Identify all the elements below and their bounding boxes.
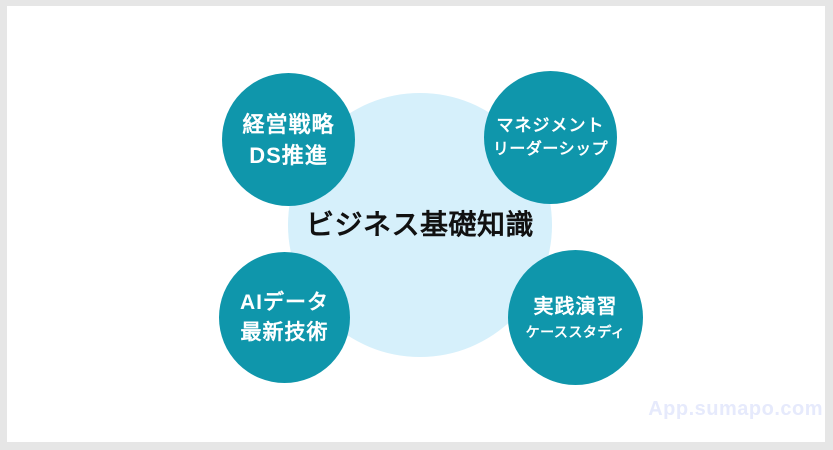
node-label-line2: DS推進 (249, 142, 328, 168)
node-label-line2: ケーススタディ (525, 323, 626, 340)
diagram-title: ビジネス基礎知識 (305, 209, 534, 240)
node-label-line2: リーダーシップ (492, 141, 609, 158)
curriculum-diagram: ビジネス基礎知識 経営戦略 DS推進 マネジメント リーダーシップ AIデータ … (7, 6, 825, 442)
node-circle-management-leadership: マネジメント リーダーシップ (484, 71, 617, 204)
node-label-line2: 最新技術 (240, 320, 329, 344)
node-label-line1: マネジメント (496, 116, 605, 135)
watermark-text: App.sumapo.com (648, 398, 823, 420)
diagram-canvas: ビジネス基礎知識 経営戦略 DS推進 マネジメント リーダーシップ AIデータ … (7, 6, 825, 442)
node-circle-ai-data-technology: AIデータ 最新技術 (219, 252, 350, 383)
node-label-line1: 実践演習 (533, 295, 618, 318)
node-label-line1: 経営戦略 (242, 111, 335, 137)
node-circle-management-strategy: 経営戦略 DS推進 (222, 73, 355, 206)
node-label-line1: AIデータ (240, 290, 329, 314)
node-circle-practice-case-study: 実践演習 ケーススタディ (508, 250, 643, 385)
